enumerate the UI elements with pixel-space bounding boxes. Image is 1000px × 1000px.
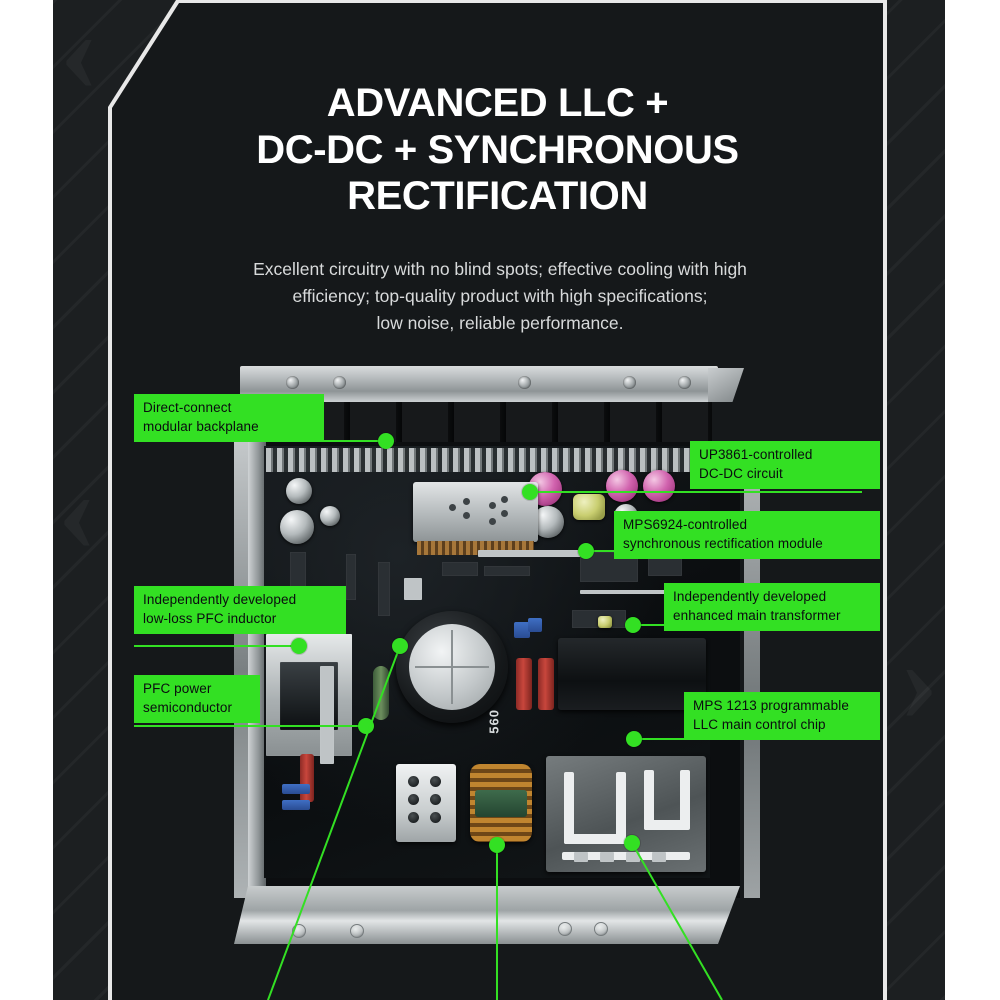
film-capacitor (516, 658, 532, 710)
base-screw-hole (350, 924, 364, 938)
callout-label-mps6924-controlled-synchronous-rectification-module[interactable]: MPS6924-controlled synchronous rectifica… (614, 511, 880, 560)
smd-component (484, 566, 530, 576)
synchronous-rectification-module (413, 482, 538, 555)
dc-dc-capacitor (643, 470, 675, 502)
dc-dc-capacitor (573, 494, 605, 520)
base-screw-hole (558, 922, 572, 936)
rail-screw (518, 376, 531, 389)
electrolytic-capacitor (320, 506, 340, 526)
decorative-glyph: ‹ (59, 0, 99, 110)
page-title: ADVANCED LLC + DC-DC + SYNCHRONOUS RECTI… (112, 80, 883, 220)
electrolytic-capacitor (286, 478, 312, 504)
ceramic-capacitor (514, 622, 530, 638)
page-subtitle: Excellent circuitry with no blind spots;… (190, 256, 810, 337)
rail-screw (623, 376, 636, 389)
callout-leader-line-independently-developed-low-loss-pfc-inductor (134, 645, 299, 647)
callout-anchor-dot-up3861-controlled-dc-dc-circuit[interactable] (522, 484, 538, 500)
output-toroid-inductor (470, 764, 532, 842)
pcb-trace (580, 590, 676, 594)
smd-component (346, 554, 356, 600)
toroid-core (475, 790, 527, 817)
leader-line-lead-toroid-inductor (496, 845, 498, 1000)
decorative-glyph: ‹ (57, 450, 97, 570)
dc-dc-capacitor (606, 470, 638, 502)
psu-chassis-left-wall (248, 442, 266, 898)
callout-anchor-dot-mps-1213-programmable-llc-main-control-chip[interactable] (626, 731, 642, 747)
anchor-dot-lead-big-capacitor[interactable] (392, 638, 408, 654)
smd-component (290, 552, 306, 590)
smd-component (598, 616, 612, 628)
callout-label-pfc-power-semiconductor[interactable]: PFC power semiconductor (134, 675, 260, 724)
anchor-dot-lead-toroid-inductor[interactable] (489, 837, 505, 853)
bulk-capacitor: 560 (396, 611, 508, 734)
heatsink-block (396, 764, 456, 842)
ceramic-capacitor (282, 784, 310, 794)
film-capacitor (538, 658, 554, 710)
psu-product-image: 560 (228, 366, 760, 944)
film-capacitor (300, 754, 314, 802)
decorative-glyph: › (899, 620, 939, 740)
callout-anchor-dot-independently-developed-enhanced-main-transformer[interactable] (625, 617, 641, 633)
callout-label-direct-connect-modular-backplane[interactable]: Direct-connect modular backplane (134, 394, 324, 443)
rail-screw (678, 376, 691, 389)
callout-anchor-dot-direct-connect-modular-backplane[interactable] (378, 433, 394, 449)
anchor-dot-lead-ac-module[interactable] (624, 835, 640, 851)
electrolytic-capacitor (280, 510, 314, 544)
rail-screw (286, 376, 299, 389)
ceramic-capacitor (528, 618, 542, 632)
ac-input-module (546, 756, 706, 872)
smd-component (378, 562, 390, 616)
page-subtitle-line-3: low noise, reliable performance. (376, 312, 624, 333)
callout-anchor-dot-mps6924-controlled-synchronous-rectification-module[interactable] (578, 543, 594, 559)
connector-comb-row (266, 448, 708, 472)
page-title-line-1: ADVANCED LLC + (326, 80, 669, 125)
smd-component (442, 562, 478, 576)
page-subtitle-line-2: efficiency; top-quality product with hig… (292, 285, 708, 306)
base-plate (234, 886, 740, 944)
main-transformer (558, 638, 706, 710)
page-subtitle-line-1: Excellent circuitry with no blind spots;… (253, 258, 747, 279)
callout-label-independently-developed-low-loss-pfc-inductor[interactable]: Independently developed low-loss PFC ind… (134, 586, 346, 635)
callout-anchor-dot-independently-developed-low-loss-pfc-inductor[interactable] (291, 638, 307, 654)
callout-label-independently-developed-enhanced-main-transformer[interactable]: Independently developed enhanced main tr… (664, 583, 880, 632)
page-title-line-2: DC-DC + SYNCHRONOUS (256, 127, 739, 172)
base-screw-hole (594, 922, 608, 936)
pcb-trace (478, 550, 584, 557)
rail-screw (333, 376, 346, 389)
bulk-capacitor-vent (409, 624, 495, 710)
callout-leader-line-pfc-power-semiconductor (134, 725, 366, 727)
bulk-capacitor-marking: 560 (487, 709, 502, 734)
callout-leader-line-up3861-controlled-dc-dc-circuit (530, 491, 862, 493)
callout-label-mps-1213-programmable-llc-main-control-chip[interactable]: MPS 1213 programmable LLC main control c… (684, 692, 880, 741)
page-title-line-3: RECTIFICATION (347, 174, 648, 219)
heatsink-fin (320, 666, 334, 764)
ceramic-capacitor (282, 800, 310, 810)
callout-label-up3861-controlled-dc-dc-circuit[interactable]: UP3861-controlled DC-DC circuit (690, 441, 880, 490)
smd-component (404, 578, 422, 600)
